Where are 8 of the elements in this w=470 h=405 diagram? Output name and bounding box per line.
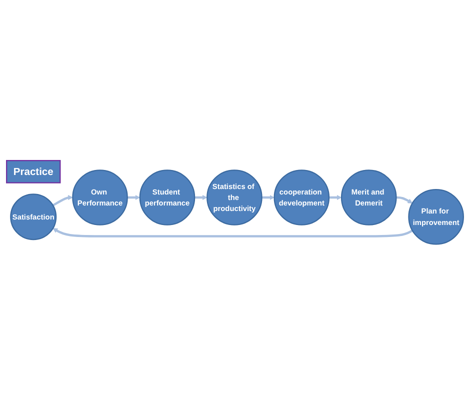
node-box: Practice <box>6 160 61 184</box>
arrow <box>262 195 275 200</box>
arrow <box>52 195 73 206</box>
arrow <box>52 228 413 238</box>
arrow <box>396 196 413 204</box>
arrow <box>194 195 208 200</box>
arrow <box>127 195 140 200</box>
arrow <box>328 195 342 200</box>
